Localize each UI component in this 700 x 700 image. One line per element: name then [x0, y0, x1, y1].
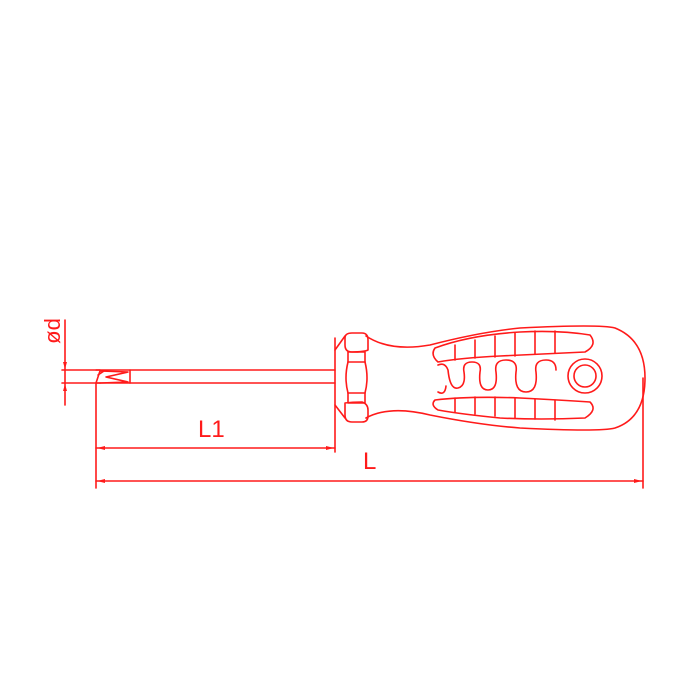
- diameter-dimension: [61, 319, 101, 406]
- handle: [334, 325, 646, 453]
- diameter-label: ød: [40, 318, 65, 344]
- shaft: [95, 369, 336, 384]
- l1-dimension: [95, 446, 336, 450]
- shaft-length-label: L1: [198, 416, 225, 443]
- total-length-label: L: [363, 448, 377, 475]
- l-dimension: [95, 479, 644, 483]
